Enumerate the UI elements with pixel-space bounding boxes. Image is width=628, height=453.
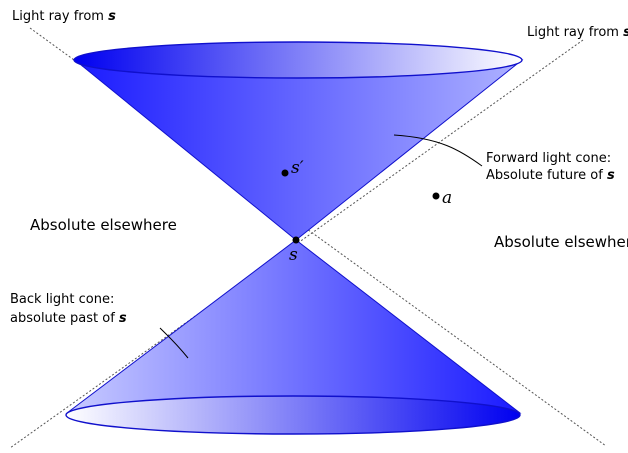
back-cone-bottom bbox=[65, 395, 521, 435]
label-s: s bbox=[289, 245, 298, 265]
caption-back-cone-line1: Back light cone: bbox=[10, 292, 114, 307]
back-leader-line bbox=[159, 327, 189, 359]
light-ray-right bbox=[9, 39, 584, 449]
caption-elsewhere-right: Absolute elsewhere bbox=[494, 233, 628, 251]
forward-cone-body bbox=[73, 59, 524, 241]
label-s-prime: s′ bbox=[291, 158, 304, 178]
caption-light-ray-right: Light ray from s bbox=[527, 25, 628, 40]
back-cone-body bbox=[65, 239, 522, 414]
label-a: a bbox=[442, 188, 452, 208]
caption-light-ray-left: Light ray from s bbox=[12, 9, 116, 24]
forward-cone-top bbox=[73, 41, 523, 79]
caption-elsewhere-left: Absolute elsewhere bbox=[30, 216, 177, 234]
event-point-s bbox=[292, 236, 300, 244]
caption-back-cone-line2: absolute past of s bbox=[10, 311, 127, 326]
event-point-s-prime bbox=[281, 169, 289, 177]
caption-forward-cone-line1: Forward light cone: bbox=[486, 151, 611, 166]
event-point-a bbox=[432, 192, 440, 200]
forward-leader-line bbox=[393, 134, 483, 167]
light-ray-left bbox=[29, 27, 607, 447]
caption-forward-cone-line2: Absolute future of s bbox=[486, 168, 615, 183]
